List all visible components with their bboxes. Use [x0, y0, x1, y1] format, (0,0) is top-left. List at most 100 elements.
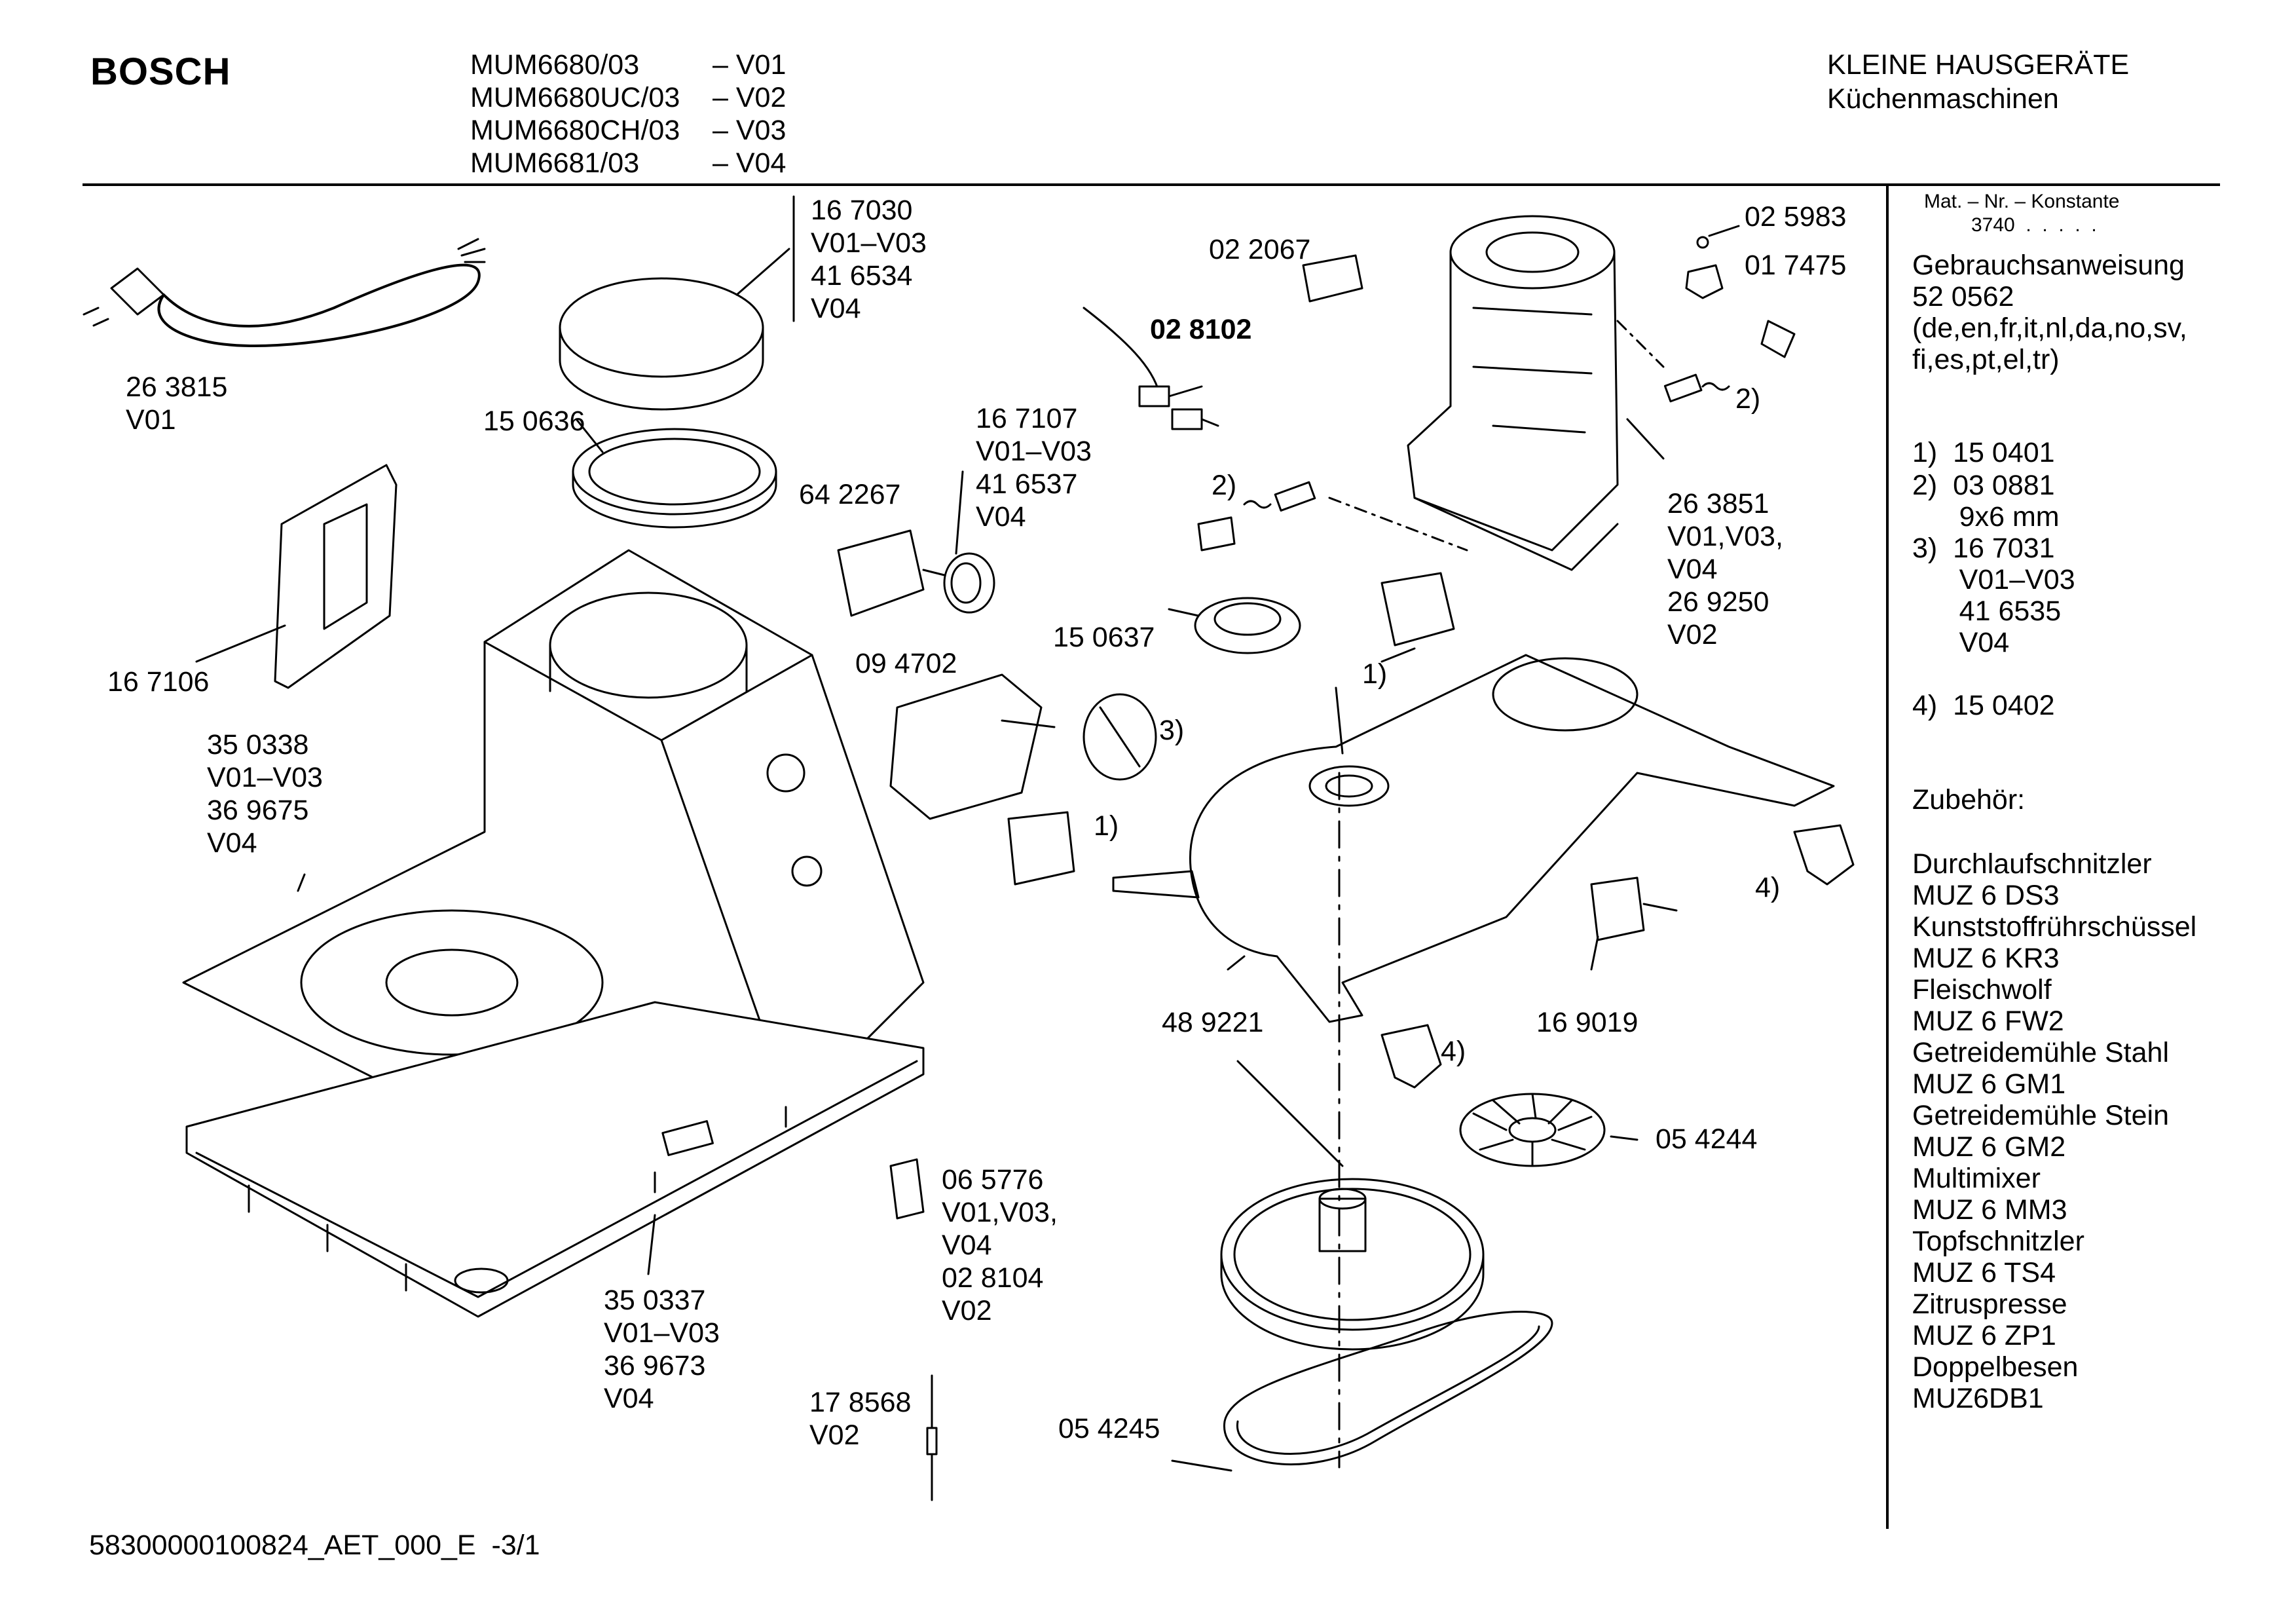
footnote-ref: 2)	[1735, 383, 1761, 415]
part-label: 06 5776 V01,V03, V04 02 8104 V02	[942, 1164, 1058, 1326]
fan-wheel	[1459, 1093, 1606, 1167]
wire-connectors	[1083, 307, 1219, 430]
capacitor	[889, 1158, 925, 1220]
accessory-item: Getreidemühle Stein	[1912, 1100, 2169, 1131]
part-label: 09 4702	[855, 648, 957, 679]
switch-unit	[889, 673, 1056, 820]
leader-line	[195, 624, 286, 663]
model-number: MUM6680/03	[470, 49, 640, 81]
brand-logo: BOSCH	[90, 50, 231, 93]
model-row: MUM6680UC/03 – V02	[470, 81, 786, 114]
part-label: 48 9221	[1162, 1007, 1264, 1038]
part-label: 02 2067	[1209, 234, 1311, 265]
leader-line	[1380, 647, 1416, 663]
knob	[943, 552, 995, 614]
accessory-item: MUZ 6 TS4	[1912, 1257, 2056, 1288]
footnote-ref: 4)	[1441, 1036, 1466, 1067]
connector	[1302, 254, 1363, 303]
footnote-ref: 4)	[1755, 872, 1781, 903]
accessory-item: Multimixer	[1912, 1163, 2041, 1194]
accessory-item: Kunststoffrührschüssel	[1912, 911, 2197, 943]
part-label: 02 8102	[1150, 314, 1252, 345]
part-label: 26 3815 V01	[126, 371, 228, 436]
footnote: V01–V03	[1912, 564, 2075, 595]
footnote-ref: 1)	[1094, 810, 1119, 842]
gear-housing	[1112, 654, 1835, 1023]
accessory-item: MUZ 6 KR3	[1912, 943, 2060, 974]
manual-languages: (de,en,fr,it,nl,da,no,sv,	[1912, 312, 2187, 344]
footnote-ref: 3)	[1159, 715, 1185, 746]
accessory-item: Fleischwolf	[1912, 974, 2052, 1005]
mat-nr-value: 3740 . . . . .	[1971, 214, 2097, 236]
speed-knob	[1083, 693, 1157, 781]
rotary-switch	[837, 529, 951, 617]
model-row: MUM6680/03 – V01	[470, 48, 786, 81]
footnote: 41 6535	[1912, 595, 2062, 627]
model-row: MUM6681/03 – V04	[470, 147, 786, 179]
footnote: 3) 16 7031	[1912, 533, 2055, 564]
axis-line	[1616, 320, 1665, 368]
accessory-item: MUZ 6 ZP1	[1912, 1320, 2056, 1351]
leader-line	[1227, 955, 1246, 971]
leader-line	[1236, 1060, 1344, 1167]
carbon-brush	[1663, 320, 1796, 403]
pulley	[1220, 1178, 1485, 1351]
part-label: 01 7475	[1745, 250, 1847, 281]
part-label: 15 0637	[1053, 622, 1155, 653]
screw-washer	[1685, 225, 1740, 299]
part-label: 16 7107 V01–V03 41 6537 V04	[976, 403, 1092, 533]
part-label: 35 0337 V01–V03 36 9673 V04	[604, 1285, 720, 1414]
part-label: 16 7106	[107, 666, 210, 698]
accessory-item: MUZ 6 MM3	[1912, 1194, 2067, 1226]
part-label: 16 9019	[1536, 1007, 1639, 1038]
accessory-item: Doppelbesen	[1912, 1351, 2079, 1383]
accessory-item: MUZ 6 GM2	[1912, 1131, 2066, 1163]
footnote: V04	[1912, 627, 2010, 658]
leader-line	[647, 1214, 656, 1275]
footnote: 9x6 mm	[1912, 501, 2060, 533]
part-label: 35 0338 V01–V03 36 9675 V04	[207, 729, 323, 859]
model-number: MUM6680UC/03	[470, 82, 680, 113]
model-number: MUM6680CH/03	[470, 115, 680, 146]
clip-part	[1007, 811, 1075, 886]
leader-line	[735, 248, 790, 296]
suppressor	[1590, 876, 1678, 971]
leader-line	[1626, 418, 1665, 460]
power-cord	[83, 238, 486, 347]
accessory-item: MUZ6DB1	[1912, 1383, 2044, 1414]
model-variant: – V01	[713, 49, 787, 81]
document-id: 58300000100824_AET_000_E -3/1	[89, 1530, 540, 1561]
motor	[1407, 215, 1619, 571]
drive-belt	[1223, 1311, 1553, 1465]
holder-part	[1380, 1024, 1442, 1089]
part-label: 64 2267	[799, 479, 901, 510]
seal-ring	[572, 428, 777, 529]
leader-line	[297, 873, 306, 892]
part-label: 17 8568 V02	[809, 1387, 912, 1451]
leader-line	[1171, 1459, 1232, 1472]
leader-line	[575, 418, 604, 453]
bearing-seal	[1194, 597, 1301, 654]
cover-plate	[274, 464, 398, 689]
base-plate	[185, 1001, 925, 1318]
holder-part	[1793, 824, 1855, 886]
part-label: 26 3851 V01,V03, V04 26 9250 V02	[1667, 488, 1783, 650]
accessories-title: Zubehör:	[1912, 784, 2026, 816]
accessory-item: Zitruspresse	[1912, 1288, 2067, 1320]
leader-line	[955, 470, 964, 555]
accessory-item: Topfschnitzler	[1912, 1226, 2084, 1257]
carbon-brush	[1197, 481, 1316, 552]
category-title: KLEINE HAUSGERÄTE	[1827, 49, 2130, 81]
footnote: 2) 03 0881	[1912, 470, 2055, 501]
subcategory-title: Küchenmaschinen	[1827, 83, 2059, 115]
footnote: 1) 15 0401	[1912, 437, 2055, 468]
manual-languages: fi,es,pt,el,tr)	[1912, 344, 2060, 375]
lid-disc	[559, 277, 764, 411]
accessory-item: Getreidemühle Stahl	[1912, 1037, 2169, 1068]
sidebar-divider	[1886, 186, 1889, 1529]
model-number: MUM6681/03	[470, 147, 640, 179]
mat-nr-label: Mat. – Nr. – Konstante	[1924, 191, 2120, 212]
header-divider	[83, 183, 2220, 186]
footnote: 4) 15 0402	[1912, 690, 2055, 721]
